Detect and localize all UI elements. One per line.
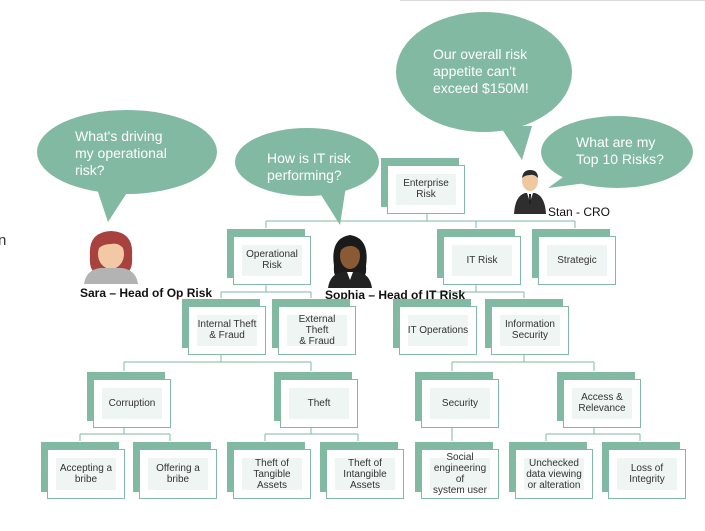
sara-question: What's driving my operational risk? <box>75 128 167 178</box>
node-corruption[interactable]: Corruption <box>87 372 171 428</box>
stan-label: Stan - CRO <box>548 205 611 219</box>
speech-bubble-stan-appetite <box>396 12 572 132</box>
node-internal-theft-fraud[interactable]: Internal Theft & Fraud <box>182 299 266 355</box>
node-social-engineering[interactable]: Social engineering of system user <box>415 442 499 499</box>
stan-avatar-icon <box>514 170 546 214</box>
node-it-risk[interactable]: IT Risk <box>437 229 521 285</box>
node-operational-risk[interactable]: Operational Risk <box>227 229 311 285</box>
node-access-relevance[interactable]: Access & Relevance <box>557 372 641 428</box>
node-offering-bribe[interactable]: Offering a bribe <box>133 442 217 499</box>
stan-appetite-statement: Our overall risk appetite can't exceed $… <box>433 46 529 96</box>
speech-bubble-stan-top10 <box>541 116 693 188</box>
top-rule <box>400 0 705 1</box>
sara-avatar-icon <box>84 231 138 284</box>
speech-bubble-tail <box>318 186 346 225</box>
node-information-security[interactable]: Information Security <box>485 299 569 355</box>
speech-bubble-sophia <box>235 128 379 196</box>
node-unchecked-data-viewing[interactable]: Unchecked data viewing or alteration <box>509 442 593 499</box>
speech-bubble-tail <box>548 172 594 188</box>
cut-off-text: n <box>0 232 7 249</box>
node-theft-tangible-assets[interactable]: Theft of Tangible Assets <box>227 442 311 499</box>
sophia-label: Sophia – Head of IT Risk <box>325 288 466 302</box>
node-theft[interactable]: Theft <box>274 372 358 428</box>
node-accepting-bribe[interactable]: Accepting a bribe <box>41 442 125 499</box>
sophia-question: How is IT risk performing? <box>267 150 351 183</box>
node-enterprise-risk[interactable]: Enterprise Risk <box>381 158 465 214</box>
speech-bubble-tail <box>96 186 130 222</box>
node-security[interactable]: Security <box>415 372 499 428</box>
node-loss-of-integrity[interactable]: Loss of Integrity <box>602 442 686 499</box>
stan-top10-question: What are my Top 10 Risks? <box>576 134 664 167</box>
speech-bubble-tail <box>500 126 532 160</box>
node-it-operations[interactable]: IT Operations <box>393 299 477 355</box>
sophia-avatar-icon <box>328 235 372 288</box>
node-strategic[interactable]: Strategic <box>532 229 616 285</box>
node-theft-intangible-assets[interactable]: Theft of Intangible Assets <box>320 442 404 499</box>
node-external-theft-fraud[interactable]: External Theft & Fraud <box>272 299 356 355</box>
sara-label: Sara – Head of Op Risk <box>80 286 213 300</box>
speech-bubble-sara <box>37 110 217 194</box>
